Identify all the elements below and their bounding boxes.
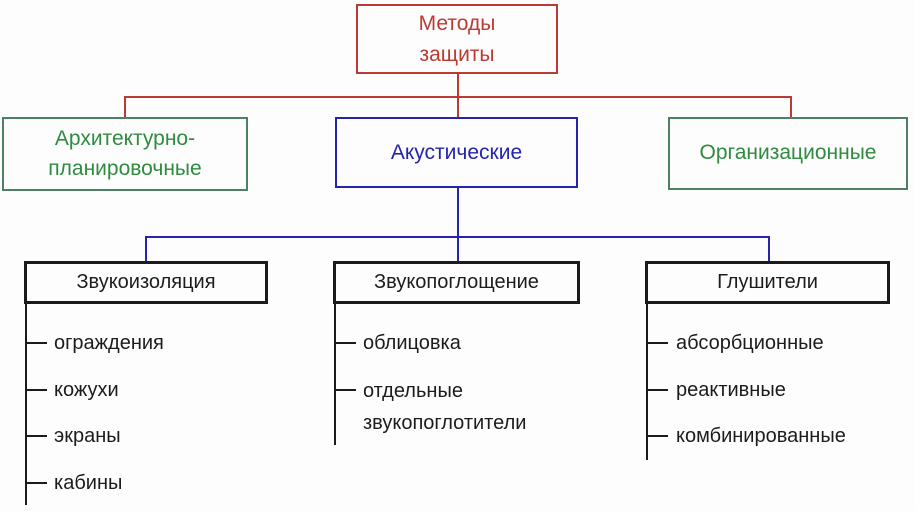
connector-acoustic-stem: [457, 188, 459, 238]
sound-absorption-tick-2: [334, 389, 356, 391]
node-mufflers-title: Глушители: [717, 271, 818, 293]
node-architectural-line2: планировочные: [48, 157, 202, 180]
node-architectural-planning: Архитектурно- планировочные: [2, 117, 248, 191]
list-item: экраны: [54, 425, 121, 447]
sound-insulation-tick-1: [25, 342, 47, 344]
node-mufflers: Глушители: [645, 261, 890, 304]
node-acoustic-label: Акустические: [390, 140, 523, 164]
sound-insulation-tick-4: [25, 482, 47, 484]
node-sound-absorption: Звукопоглощение: [333, 261, 580, 304]
node-sound-insulation: Звукоизоляция: [24, 261, 268, 304]
mufflers-tick-2: [646, 389, 668, 391]
mufflers-list-spine: [646, 304, 648, 460]
connector-drop-architectural: [124, 96, 126, 118]
node-protection-methods-line1: Методы: [418, 11, 496, 35]
list-item: ограждения: [54, 332, 164, 354]
mufflers-tick-1: [646, 342, 668, 344]
node-acoustic: Акустические: [335, 117, 578, 188]
node-organizational-label: Организационные: [699, 141, 877, 165]
connector-drop-sound-insulation: [145, 236, 147, 262]
list-item: отдельные звукопоглотители: [363, 380, 527, 434]
list-item: комбинированные: [676, 425, 846, 447]
list-item: облицовка: [363, 332, 461, 354]
sound-insulation-tick-2: [25, 389, 47, 391]
connector-root-stem: [457, 74, 459, 98]
list-item: кабины: [54, 472, 123, 494]
connector-drop-organizational: [790, 96, 792, 118]
list-item: кожухи: [54, 379, 119, 401]
node-sound-insulation-title: Звукоизоляция: [76, 271, 216, 293]
sound-absorption-tick-1: [334, 342, 356, 344]
connector-drop-sound-absorption: [457, 236, 459, 262]
sound-insulation-tick-3: [25, 435, 47, 437]
node-protection-methods: Методы защиты: [356, 4, 558, 74]
sound-absorption-list-spine: [334, 304, 336, 445]
list-item: абсорбционные: [676, 332, 824, 354]
connector-drop-mufflers: [768, 236, 770, 262]
mufflers-tick-3: [646, 435, 668, 437]
node-organizational: Организационные: [668, 117, 908, 190]
node-architectural-line1: Архитектурно-: [54, 126, 196, 150]
sound-insulation-list-spine: [25, 304, 27, 505]
node-sound-absorption-title: Звукопоглощение: [374, 271, 539, 293]
list-item: реактивные: [676, 379, 786, 401]
connector-drop-acoustic: [457, 96, 459, 118]
node-protection-methods-line2: защиты: [419, 43, 495, 66]
